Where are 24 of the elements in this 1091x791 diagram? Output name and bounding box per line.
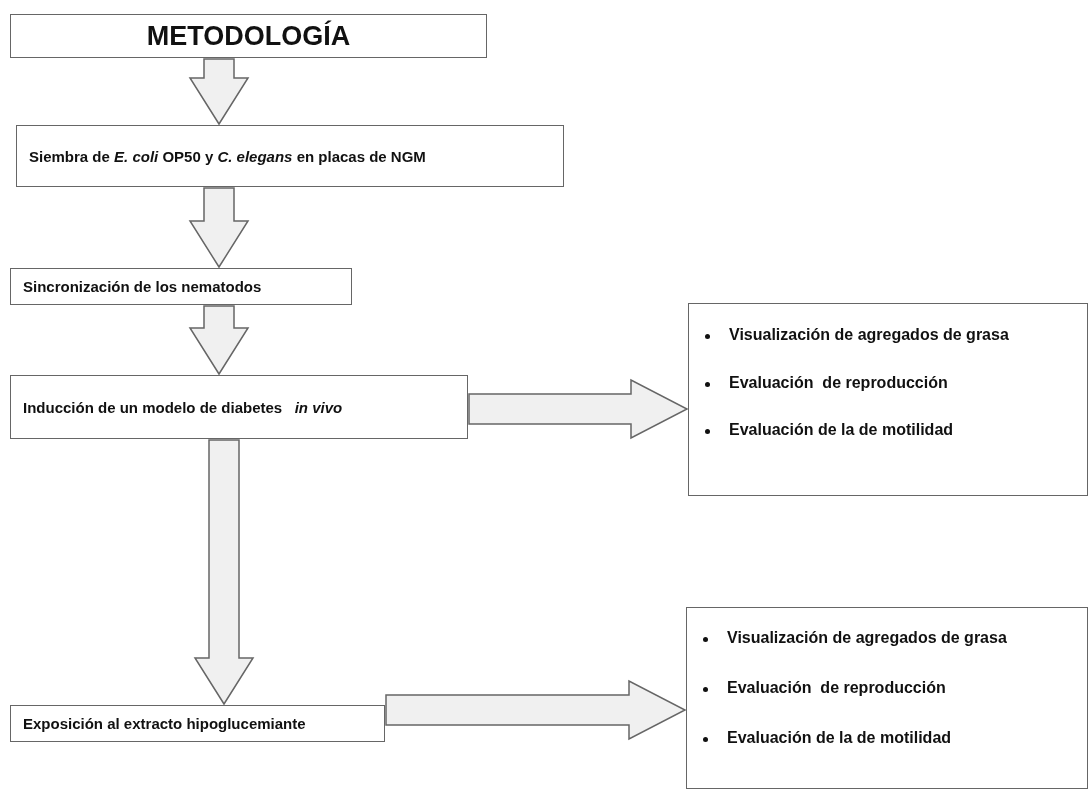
list-item-text: Evaluación de la de motilidad — [727, 729, 952, 747]
list-item-text: Evaluación de reproducción — [729, 374, 948, 392]
process-box — [10, 268, 352, 305]
block-arrow — [468, 378, 689, 440]
step-text: Siembra de E. coli OP50 y C. elegans en placas de NGM — [29, 147, 426, 165]
process-box — [10, 14, 487, 58]
list-item-text: Visualización de agregados de grasa — [729, 326, 1009, 344]
list-box — [688, 303, 1088, 496]
block-arrow — [193, 439, 255, 706]
block-arrow — [385, 679, 687, 741]
block-arrow — [188, 187, 250, 269]
step-text: Sincronización de los nematodos — [23, 278, 262, 295]
process-box — [10, 375, 468, 439]
list-item-text: Evaluación de reproducción — [727, 679, 946, 697]
list-item-text: Visualización de agregados de grasa — [727, 629, 1007, 647]
process-box — [10, 705, 385, 742]
step-text: Exposición al extracto hipoglucemiante — [23, 715, 306, 732]
list-item-text: Evaluación de la de motilidad — [729, 421, 954, 439]
list-box — [686, 607, 1088, 789]
step-text: Inducción de un modelo de diabetes in vivo — [23, 398, 343, 416]
block-arrow — [188, 58, 250, 126]
process-box — [16, 125, 564, 187]
title-text: METODOLOGÍA — [146, 20, 351, 52]
block-arrow — [188, 305, 250, 376]
